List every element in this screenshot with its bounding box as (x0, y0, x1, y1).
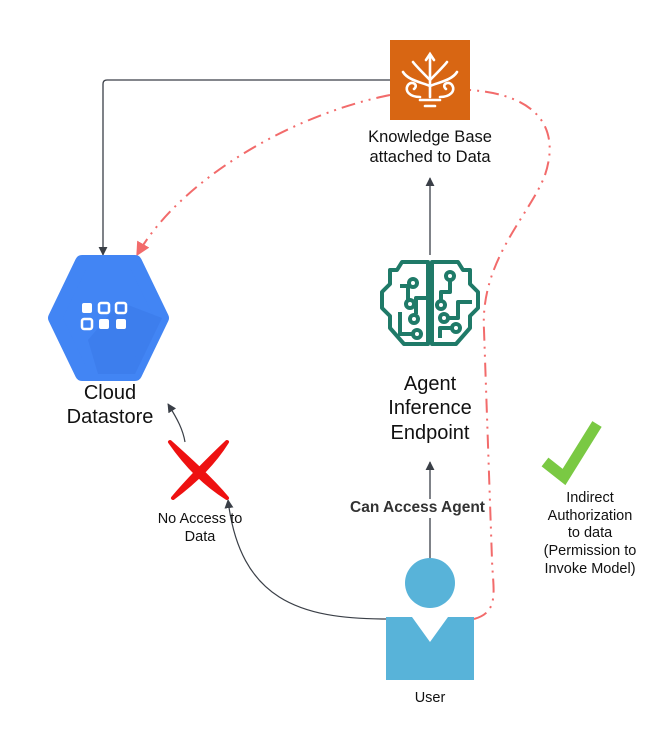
edge-user-to-datastore[interactable] (224, 499, 387, 620)
indirect-authorization-label-line: Indirect (566, 490, 614, 506)
knowledge-base-label: Knowledge Base attached to Data (340, 127, 520, 167)
agent-endpoint-label: Agent Inference Endpoint (360, 372, 500, 445)
indirect-authorization-label-line: to data (567, 525, 613, 542)
knowledge-base-node[interactable] (390, 40, 470, 120)
cloud-datastore-label: Cloud Datastore (40, 381, 180, 430)
user-icon (386, 558, 474, 680)
no-access-label: No Access to Data (130, 511, 270, 546)
indirect-authorization-label-line: (Permission to (543, 543, 637, 560)
user-label: User (414, 690, 446, 706)
cross-icon (168, 440, 229, 500)
indirect-authorization-label: Indirect Authorization to data (Permissi… (520, 490, 660, 578)
edge-kb-to-datastore[interactable] (98, 79, 390, 256)
checkmark-icon (541, 421, 602, 486)
knowledge-base-label-line: attached to Data (369, 148, 491, 167)
edge-indirect-path[interactable] (469, 89, 551, 620)
agent-endpoint-label-line: Agent (403, 373, 457, 395)
agent-endpoint-node[interactable] (380, 260, 480, 346)
agent-endpoint-label-line: Inference (388, 397, 472, 420)
tree-glyph-icon (401, 51, 459, 108)
no-access-label-line: Data (184, 528, 216, 545)
cloud-datastore-label-line: Datastore (66, 406, 154, 429)
edge-indirect-path-to-datastore[interactable] (136, 94, 391, 257)
indirect-authorization-label-line: Authorization (547, 507, 633, 524)
user-node[interactable] (386, 558, 474, 680)
indirect-authorization-label-line: Invoke Model) (544, 560, 636, 577)
no-access-label-line: No Access to (157, 511, 243, 527)
agent-endpoint-label-line: Endpoint (390, 421, 470, 444)
knowledge-base-label-line: Knowledge Base (368, 128, 492, 146)
brain-circuit-icon (380, 260, 480, 346)
grid-glyph-icon (80, 301, 128, 331)
cloud-datastore-label-line: Cloud (83, 382, 137, 404)
can-access-agent-label: Can Access Agent (348, 499, 487, 518)
edge-user-to-datastore-upper[interactable] (167, 403, 186, 443)
cloud-datastore-node[interactable] (48, 255, 169, 381)
